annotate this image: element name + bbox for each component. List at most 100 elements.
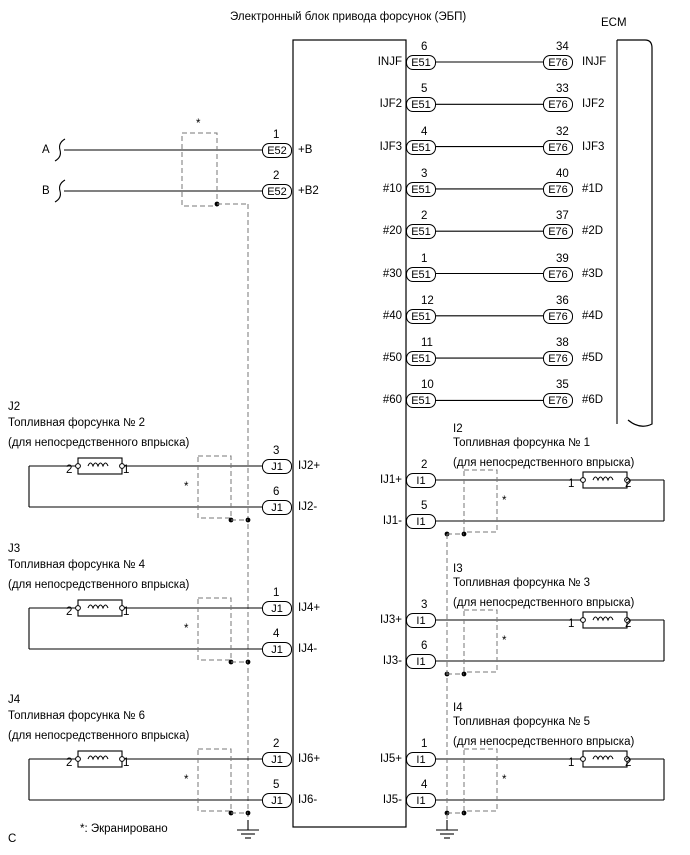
injector-I3-coil-icon: [592, 616, 614, 622]
ecm-body: [617, 39, 653, 427]
coil-pin-left-I3: 1: [568, 618, 575, 630]
injector-I4-terminal-left: [580, 756, 586, 762]
signal-IJ4-: IJ4-: [298, 643, 318, 655]
input-B-break-icon: [54, 179, 66, 203]
shield-asterisk-I3: *: [502, 635, 507, 647]
coil-pin-right-J4: 1: [123, 757, 130, 769]
injector-I2-coil-icon: [592, 476, 614, 482]
shield-box-I2: [463, 469, 498, 533]
connector-IJ2+: J1: [262, 459, 292, 474]
signal-IJ1+: IJ1+: [379, 474, 402, 486]
ecm-signal-#6D: #6D: [582, 394, 604, 407]
coil-pin-left-J2: 2: [66, 464, 73, 476]
coil-pin-right-J3: 1: [123, 606, 130, 618]
ecm-pin-INJF: 34: [556, 41, 569, 53]
injector-J4-terminal-right: [119, 756, 125, 762]
edu-connector-#30: E51: [406, 266, 436, 282]
ecm-connector-#3D: E76: [543, 266, 573, 282]
injector-note-J4: (для непосредственного впрыска): [8, 730, 190, 742]
injector-J2-terminal-right: [119, 463, 125, 469]
injector-J2-terminal-left: [75, 463, 81, 469]
ecm-connector-IJF2: E76: [543, 97, 573, 113]
edu-signal-#10: #10: [382, 182, 402, 195]
injector-note-I2: (для непосредственного впрыска): [453, 457, 635, 469]
connector-IJ6+: J1: [262, 752, 292, 767]
edu-signal-#60: #60: [382, 394, 402, 407]
ecm-signal-#2D: #2D: [582, 225, 604, 238]
edu-pin-#10: 3: [421, 167, 428, 180]
injector-id-J4: J4: [8, 694, 21, 706]
injector-I3-body: [582, 611, 628, 629]
coil-pin-left-J4: 2: [66, 757, 73, 769]
ecm-connector-#4D: E76: [543, 308, 573, 324]
signal-IJ4+: IJ4+: [298, 602, 321, 614]
pin-IJ6+: 2: [273, 738, 280, 750]
connector-IJ4-: J1: [262, 642, 292, 657]
pin-IJ5-: 4: [421, 779, 428, 791]
edu-pin-IJF3: 4: [421, 125, 428, 138]
injector-J3-coil-icon: [87, 604, 109, 610]
pin-IJ4+: 1: [273, 587, 280, 599]
ecm-pin-#3D: 39: [556, 252, 569, 265]
connector-IJ1+: I1: [406, 473, 436, 488]
edu-connector-#60: E51: [406, 393, 436, 409]
connector-IJ4+: J1: [262, 601, 292, 616]
ecm-signal-#4D: #4D: [582, 309, 604, 322]
ecm-signal-#5D: #5D: [582, 352, 604, 365]
edu-signal-IJF3: IJF3: [379, 140, 402, 153]
injector-id-I2: I2: [453, 423, 463, 435]
signal-IJ5-: IJ5-: [382, 794, 402, 806]
ecm-title: ECM: [601, 17, 627, 29]
edu-body: [292, 39, 407, 828]
injector-J4-terminal-left: [75, 756, 81, 762]
edu-signal-IJF2: IJF2: [379, 98, 402, 111]
injector-J2-coil-icon: [87, 462, 109, 468]
edu-pin-#30: 1: [421, 252, 428, 265]
signal-+B2: +B2: [298, 185, 319, 197]
injector-I2-terminal-right: [624, 477, 630, 483]
corner-mark: C: [8, 833, 17, 845]
edu-signal-#30: #30: [382, 267, 402, 280]
signal-IJ1-: IJ1-: [382, 515, 402, 527]
connector-IJ3-: I1: [406, 654, 436, 669]
injector-J3-terminal-right: [119, 605, 125, 611]
edu-pin-IJF2: 5: [421, 83, 428, 96]
injector-name-J2: Топливная форсунка № 2: [8, 417, 146, 429]
coil-pin-right-I2: 2: [625, 478, 632, 490]
injector-id-J3: J3: [8, 543, 21, 555]
connector-IJ2-: J1: [262, 500, 292, 515]
input-source-B: B: [42, 185, 50, 197]
edu-signal-#20: #20: [382, 225, 402, 238]
injector-id-J2: J2: [8, 401, 21, 413]
connector-IJ3+: I1: [406, 613, 436, 628]
ecm-pin-#2D: 37: [556, 210, 569, 223]
edu-connector-#10: E51: [406, 181, 436, 197]
edu-connector-#20: E51: [406, 224, 436, 240]
edu-connector-IJF2: E51: [406, 97, 436, 113]
pin-IJ1-: 5: [421, 500, 428, 512]
pin-IJ3+: 3: [421, 599, 428, 611]
ecm-signal-#3D: #3D: [582, 267, 604, 280]
injector-I2-body: [582, 471, 628, 489]
injector-J4-body: [77, 750, 123, 768]
shield-box-J3: [197, 597, 232, 661]
ecm-signal-IJF2: IJF2: [582, 98, 605, 111]
connector-IJ6-: J1: [262, 793, 292, 808]
edu-connector-#40: E51: [406, 308, 436, 324]
ecm-pin-IJF2: 33: [556, 83, 569, 96]
injector-note-I3: (для непосредственного впрыска): [453, 597, 635, 609]
ecm-signal-INJF: INJF: [582, 56, 607, 68]
signal-IJ5+: IJ5+: [379, 753, 402, 765]
shield-box-I4: [463, 748, 498, 812]
signal-IJ6+: IJ6+: [298, 753, 321, 765]
injector-name-I2: Топливная форсунка № 1: [453, 437, 591, 449]
edu-signal-INJF: INJF: [377, 56, 402, 68]
edu-pin-INJF: 6: [421, 41, 428, 53]
injector-J2-body: [77, 457, 123, 475]
ecm-connector-#1D: E76: [543, 181, 573, 197]
ecm-pin-IJF3: 32: [556, 125, 569, 138]
connector-IJ5+: I1: [406, 752, 436, 767]
ecm-connector-#2D: E76: [543, 224, 573, 240]
injector-id-I3: I3: [453, 563, 463, 575]
coil-pin-right-I4: 2: [625, 757, 632, 769]
